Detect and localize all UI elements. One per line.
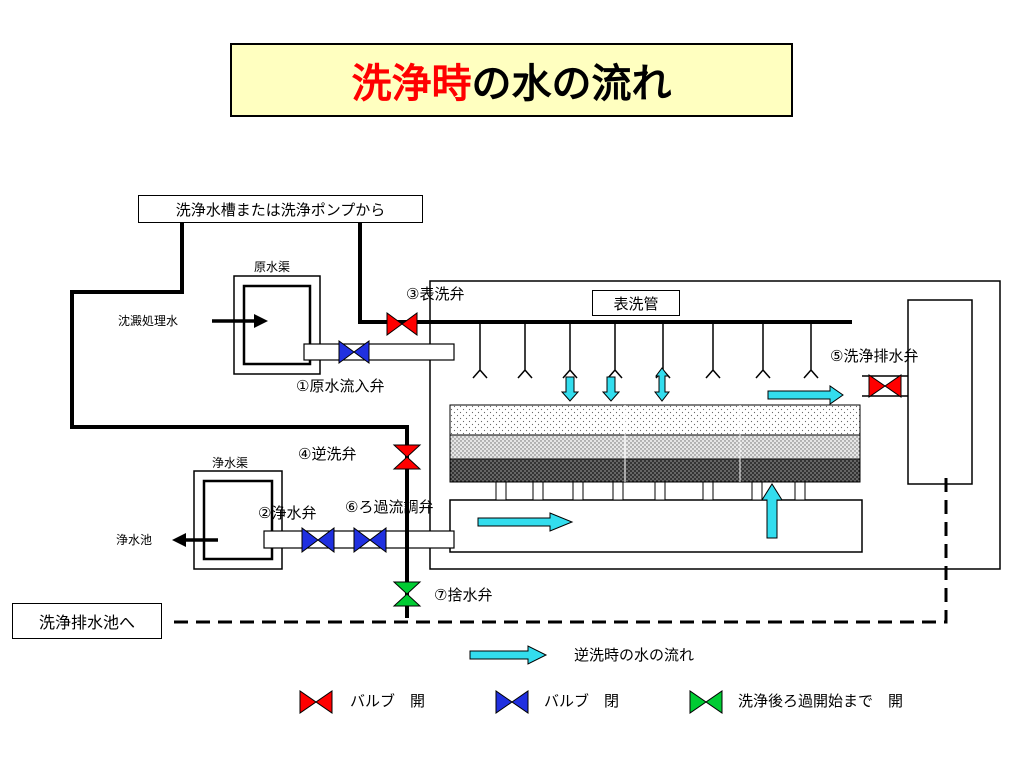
surface-wash-valve-icon [386,312,418,336]
raw-inlet-valve-icon [338,340,370,364]
settled-water-label: 沈澱処理水 [118,314,179,328]
surface-pipe-label: 表洗管 [592,290,680,316]
drain-valve-icon [868,374,902,398]
raw-channel-label: 原水渠 [254,260,291,274]
waste-valve-icon [392,581,422,607]
raw-inlet-pipe [303,343,455,361]
valve6-label: ⑥ろ過流調弁 [345,498,434,516]
clean-channel-label: 浄水渠 [212,456,249,470]
underdrain-nozzles [495,481,806,501]
legend-flow-label: 逆洗時の水の流れ [574,646,695,664]
clean-pool-label: 浄水池 [116,533,153,547]
surface-wash-nozzles [472,322,819,379]
sand-layer [449,404,861,436]
title-rest: の水の流れ [471,61,672,107]
valve7-label: ⑦捨水弁 [434,586,493,604]
clean-water-valve-icon [301,527,335,553]
settled-water-arrow [212,314,268,328]
drain-pool-label: 洗浄排水池へ [12,603,162,639]
clean-water-channel-inner [202,479,274,561]
source-label: 洗浄水槽または洗浄ポンプから [138,195,423,223]
title-highlight: 洗浄時 [351,61,472,107]
raw-water-channel-inner [242,284,312,366]
legend-open-valve-icon [299,690,333,714]
backwash-valve-icon [392,444,422,470]
backwash-flow-arrows [469,367,844,665]
drain-dashed-line [168,478,948,624]
valve1-label: ①原水流入弁 [296,377,385,395]
valve3-label: ③表洗弁 [406,285,465,303]
coarse-gravel-layer [449,458,861,483]
title-box: 洗浄時の水の流れ [230,43,793,117]
valve4-label: ④逆洗弁 [298,445,357,463]
legend-waste-label: 洗浄後ろ過開始まで 開 [738,692,904,710]
legend-open-label: バルブ 開 [350,692,426,710]
valve2-label: ②浄水弁 [258,504,317,522]
legend-waste-valve-icon [689,690,723,714]
clean-pool-arrow [172,533,218,547]
filter-tank [429,280,1001,570]
flow-control-valve-icon [353,527,387,553]
legend-closed-valve-icon [495,690,529,714]
washout-trough [907,299,973,485]
valve5-label: ⑤洗浄排水弁 [830,347,919,365]
legend-closed-label: バルブ 閉 [544,692,620,710]
gravel-layer [449,434,861,460]
